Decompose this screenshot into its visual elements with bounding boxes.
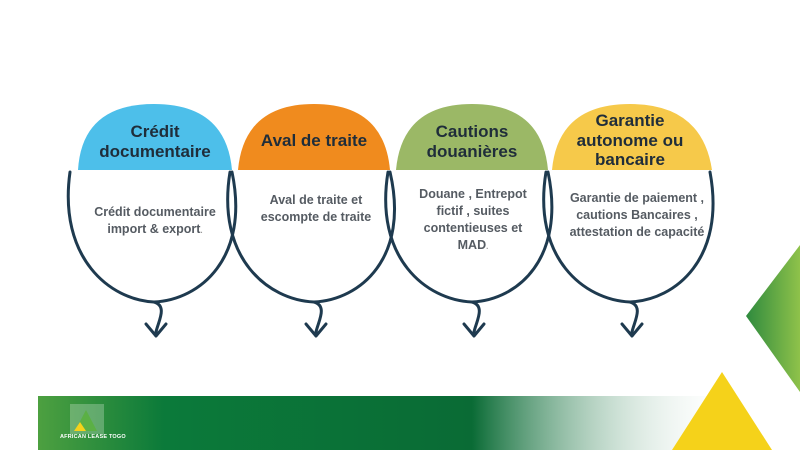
right-green-triangle xyxy=(746,245,800,392)
arrow-tail-4 xyxy=(620,300,644,338)
item-title-2: Aval de traite xyxy=(260,131,368,150)
cap-shape-4 xyxy=(552,104,712,170)
arrow-tail-2 xyxy=(304,300,328,338)
cap-shape-1 xyxy=(78,104,232,170)
arrow-tail-1 xyxy=(144,300,168,338)
item-desc-3: Douane , Entrepot fictif , suites conten… xyxy=(408,186,538,254)
cap-shape-2 xyxy=(238,104,390,170)
item-title-3: Cautions douanières xyxy=(426,122,518,161)
cap-shape-3 xyxy=(396,104,548,170)
logo-yellow-mark xyxy=(74,422,86,431)
item-title-4: Garantie autonome ou bancaire xyxy=(576,111,684,170)
arrow-tail-3 xyxy=(462,300,486,338)
yellow-triangle xyxy=(672,372,772,450)
item-desc-3-text: Douane , Entrepot fictif , suites conten… xyxy=(419,187,527,252)
logo-text: AFRICAN LEASE TOGO xyxy=(60,434,126,440)
item-desc-4-text: Garantie de paiement , cautions Bancaire… xyxy=(569,191,705,239)
item-desc-4: Garantie de paiement , cautions Bancaire… xyxy=(560,190,714,241)
item-desc-1-suffix: . xyxy=(200,225,203,235)
item-desc-3-suffix: . xyxy=(486,241,489,251)
item-desc-1: Crédit documentaire import & export. xyxy=(82,204,228,238)
item-desc-2-text: Aval de traite et escompte de traite xyxy=(260,193,372,224)
item-desc-2: Aval de traite et escompte de traite xyxy=(246,192,386,226)
item-desc-1-text: Crédit documentaire import & export xyxy=(94,205,216,236)
item-title-1: Crédit documentaire xyxy=(99,122,211,161)
bottom-band xyxy=(38,396,738,450)
